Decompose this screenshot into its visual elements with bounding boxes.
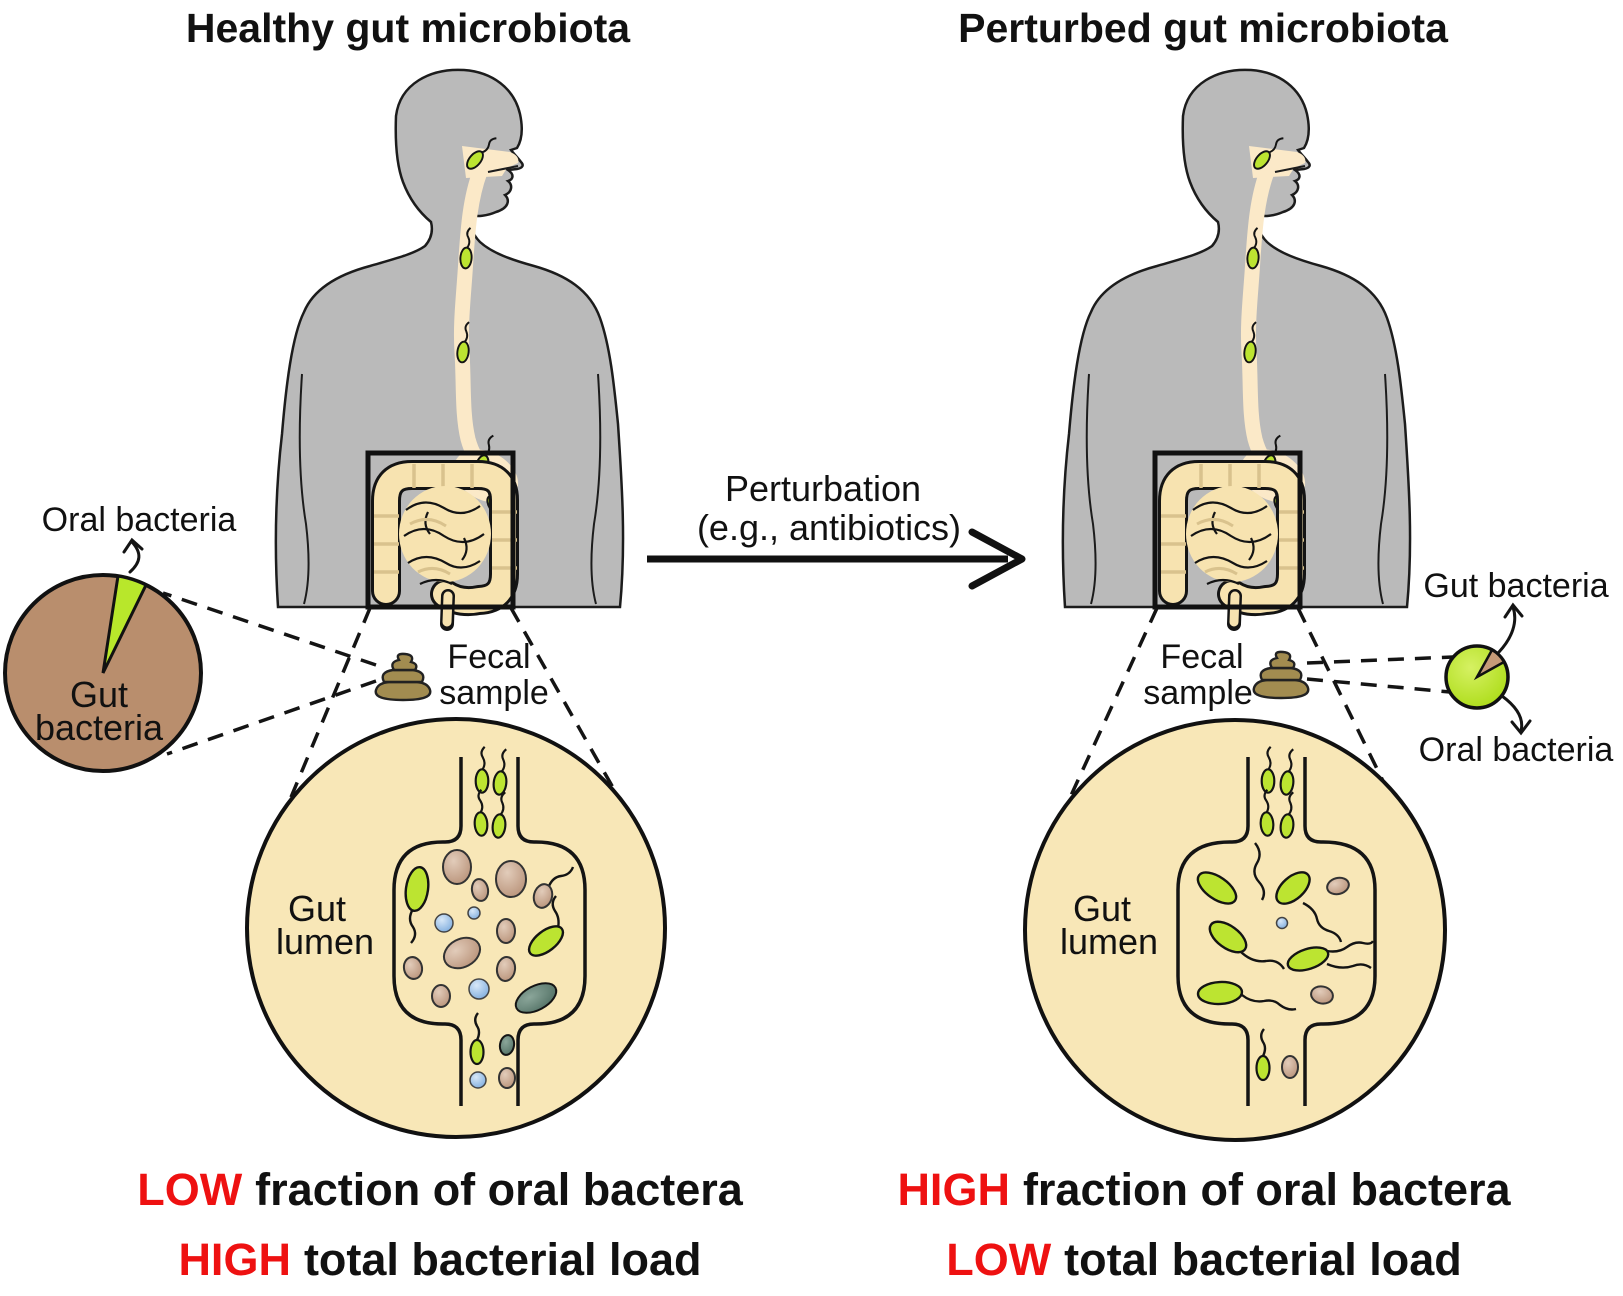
lumen-label-line2-right: lumen bbox=[1060, 921, 1158, 962]
fecal-label-line2-right: sample bbox=[1143, 674, 1253, 712]
pie-left-oral-slice bbox=[101, 574, 149, 674]
caption-right-rest-1: fraction of oral bactera bbox=[1023, 1164, 1512, 1215]
pie-right-gut-label: Gut bacteria bbox=[1423, 567, 1608, 605]
lumen-label-line1-left: Gut bbox=[288, 888, 346, 929]
arrow-up-icon bbox=[1503, 602, 1524, 619]
gut-bacterium-icon bbox=[467, 906, 481, 920]
fecal-sample-left: Fecal sample bbox=[374, 638, 549, 712]
gut-bacterium-icon bbox=[532, 883, 554, 909]
fecal-label-line1-left: Fecal bbox=[447, 638, 530, 676]
magnifier-circle bbox=[245, 717, 667, 1139]
gut-bacterium-icon bbox=[468, 978, 490, 1000]
gut-bacterium-icon bbox=[402, 956, 424, 980]
caption-left: LOW fraction of oral bactera HIGH total ba… bbox=[137, 1164, 744, 1285]
oral-bacterium-icon bbox=[1275, 871, 1311, 905]
gut-wall-right-side bbox=[516, 757, 587, 1106]
gut-bacterium-icon bbox=[1326, 876, 1350, 896]
caption-left-emphasis-2: HIGH bbox=[178, 1234, 291, 1285]
human-figure-left bbox=[276, 70, 623, 624]
caption-left-emphasis-1: LOW bbox=[137, 1164, 242, 1215]
perturbation-label-line1: Perturbation bbox=[725, 468, 921, 509]
gut-bacterium-icon bbox=[1281, 1055, 1299, 1079]
gut-bacterium-icon bbox=[470, 878, 490, 902]
gut-wall-left-side bbox=[392, 757, 463, 1106]
gut-bacterium-icon bbox=[434, 913, 454, 933]
pie-left-gut-label-line1: Gut bbox=[70, 674, 128, 715]
dashed-lines-left bbox=[162, 591, 622, 803]
oral-bacterium-icon bbox=[1286, 946, 1330, 972]
oral-bacterium-icon bbox=[1196, 980, 1244, 1006]
caption-right: HIGH fraction of oral bactera LOW total ba… bbox=[897, 1164, 1511, 1285]
caption-right-emphasis-1: HIGH bbox=[897, 1164, 1010, 1215]
gut-wall-left-side bbox=[1176, 757, 1250, 1106]
pie-left-oral-label: Oral bacteria bbox=[42, 501, 237, 539]
perturbation-label-line2: (e.g., antibiotics) bbox=[697, 507, 961, 548]
gut-bacterium-icon bbox=[1275, 916, 1289, 930]
title-right: Perturbed gut microbiota bbox=[958, 5, 1449, 51]
pie-chart-left: Oral bacteria Gut bacteria bbox=[3, 501, 237, 773]
lumen-bacteria-right bbox=[1196, 745, 1375, 1082]
perturbation-arrowhead-icon bbox=[968, 528, 1026, 590]
gut-wall-right-side bbox=[1303, 757, 1377, 1106]
title-left: Healthy gut microbiota bbox=[186, 5, 631, 51]
gut-bacterium-icon bbox=[431, 984, 451, 1008]
gut-bacterium-icon bbox=[514, 982, 558, 1014]
lumen-bacteria-left bbox=[402, 745, 575, 1089]
pie-right-oral-label: Oral bacteria bbox=[1419, 731, 1614, 769]
dashed-lines-right bbox=[1066, 607, 1454, 803]
arrow-up-icon bbox=[122, 537, 144, 554]
gut-bacterium-icon bbox=[496, 918, 516, 944]
oral-bacterium-icon bbox=[1208, 920, 1248, 954]
gut-lumen-circle-right: Gut lumen bbox=[1023, 718, 1447, 1142]
oral-bacterium-icon bbox=[1255, 1054, 1271, 1082]
gut-lumen-circle-left: Gut lumen bbox=[245, 717, 667, 1139]
caption-left-rest-1: fraction of oral bactera bbox=[255, 1164, 744, 1215]
gut-bacterium-icon bbox=[442, 849, 472, 885]
pie-right-gut-slice bbox=[1473, 648, 1506, 681]
fecal-label-line1-right: Fecal bbox=[1160, 638, 1243, 676]
lumen-label-line1-right: Gut bbox=[1073, 888, 1131, 929]
oral-bacterium-icon bbox=[469, 1038, 485, 1066]
caption-right-emphasis-2: LOW bbox=[946, 1234, 1051, 1285]
oral-bacterium-icon bbox=[527, 925, 565, 957]
human-figure-right bbox=[1063, 70, 1410, 624]
lumen-label-line2-left: lumen bbox=[276, 921, 374, 962]
fecal-sample-right: Fecal sample bbox=[1143, 638, 1310, 712]
fecal-sample-icon bbox=[1252, 650, 1310, 700]
caption-right-rest-2: total bacterial load bbox=[1064, 1234, 1462, 1285]
fecal-label-line2-left: sample bbox=[439, 674, 549, 712]
pie-chart-right: Gut bacteria Oral bacteria bbox=[1419, 567, 1614, 769]
oral-bacterium-icon bbox=[404, 865, 430, 913]
gut-bacterium-icon bbox=[442, 936, 482, 970]
gut-bacterium-icon bbox=[1310, 985, 1334, 1005]
fecal-sample-icon bbox=[374, 652, 432, 702]
perturbation-group: Perturbation (e.g., antibiotics) bbox=[647, 468, 1026, 590]
caption-left-rest-2: total bacterial load bbox=[304, 1234, 702, 1285]
pie-left-gut-label-line2: bacteria bbox=[35, 707, 164, 748]
gut-bacterium-icon bbox=[495, 956, 517, 982]
gut-bacterium-icon bbox=[498, 1067, 516, 1089]
gut-bacterium-icon bbox=[498, 1034, 516, 1056]
gut-bacterium-icon bbox=[495, 860, 527, 898]
gut-bacterium-icon bbox=[469, 1071, 487, 1089]
arrow-down-icon bbox=[1510, 719, 1532, 736]
oral-bacterium-icon bbox=[1196, 871, 1238, 905]
